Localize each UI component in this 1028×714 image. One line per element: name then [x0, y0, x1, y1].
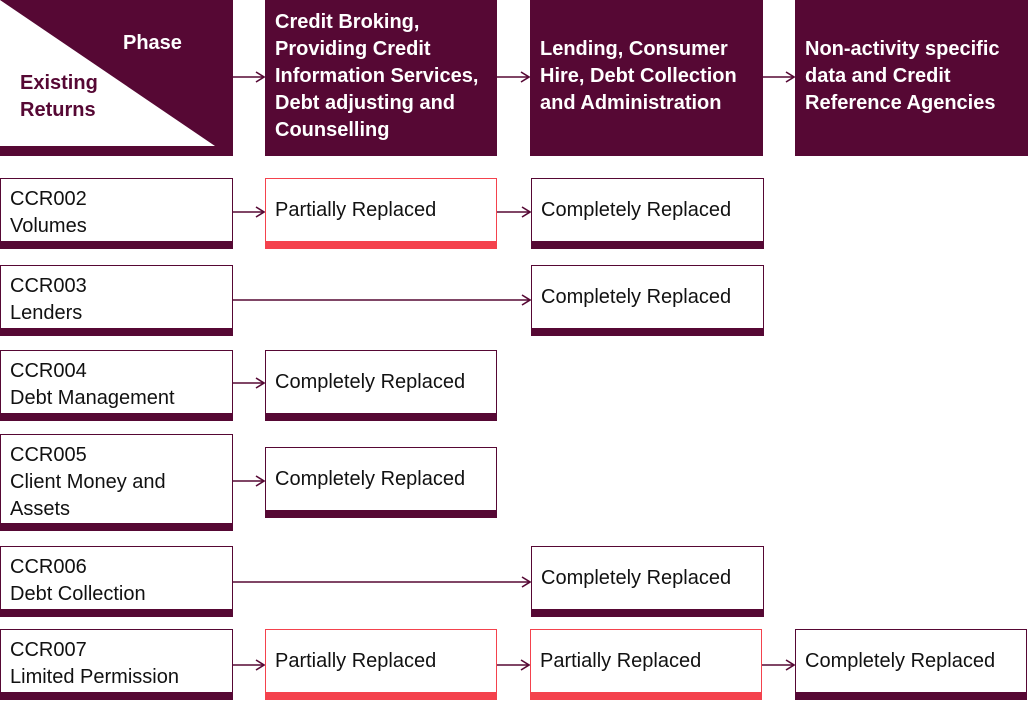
ccr007-phase2-status: Partially Replaced — [530, 629, 762, 700]
return-name: Debt Collection — [10, 583, 146, 605]
ccr007-phase1-status: Partially Replaced — [265, 629, 497, 700]
return-name: Debt Management — [10, 387, 175, 409]
phase-1-line: Credit Broking, — [275, 11, 420, 33]
return-code: CCR006 — [10, 556, 87, 578]
existing-returns-label: Existing Returns — [20, 72, 98, 121]
return-ccr007: CCR007 Limited Permission — [0, 629, 233, 700]
phase-2-line: and Administration — [540, 92, 722, 114]
corner-header: Phase Existing Returns — [0, 0, 233, 156]
return-name: Volumes — [10, 215, 87, 237]
ccr006-phase2-status: Completely Replaced — [531, 546, 764, 617]
return-ccr005: CCR005 Client Money and Assets — [0, 434, 233, 531]
phase-2-line: Lending, Consumer — [540, 38, 728, 60]
phase-header-2: Lending, Consumer Hire, Debt Collection … — [530, 0, 763, 156]
return-code: CCR005 — [10, 444, 87, 466]
return-ccr003: CCR003 Lenders — [0, 265, 233, 336]
phase-label: Phase — [123, 32, 182, 54]
phase-header-1: Credit Broking, Providing Credit Informa… — [265, 0, 497, 156]
phase-3-line: data and Credit — [805, 65, 951, 87]
phase-header-3: Non-activity specific data and Credit Re… — [795, 0, 1028, 156]
return-name: Assets — [10, 498, 71, 520]
return-ccr002: CCR002 Volumes — [0, 178, 233, 249]
return-ccr006: CCR006 Debt Collection — [0, 546, 233, 617]
phase-1-line: Providing Credit — [275, 38, 431, 60]
return-code: CCR003 — [10, 275, 87, 297]
return-code: CCR002 — [10, 188, 87, 210]
ccr002-phase2-status: Completely Replaced — [531, 178, 764, 249]
ccr002-phase1-status: Partially Replaced — [265, 178, 497, 249]
phase-3-line: Non-activity specific — [805, 38, 1000, 60]
return-ccr004: CCR004 Debt Management — [0, 350, 233, 421]
return-name: Client Money and — [10, 471, 166, 493]
return-name: Lenders — [10, 302, 83, 324]
return-code: CCR004 — [10, 360, 87, 382]
phase-3-line: Reference Agencies — [805, 92, 996, 114]
return-name: Limited Permission — [10, 666, 179, 688]
phase-2-line: Hire, Debt Collection — [540, 65, 737, 87]
phase-1-line: Counselling — [275, 119, 390, 141]
corner-graphic — [0, 0, 233, 156]
ccr005-phase1-status: Completely Replaced — [265, 447, 497, 518]
phase-1-line: Information Services, — [275, 65, 479, 87]
phase-1-line: Debt adjusting and — [275, 92, 455, 114]
ccr004-phase1-status: Completely Replaced — [265, 350, 497, 421]
return-code: CCR007 — [10, 639, 87, 661]
ccr003-phase2-status: Completely Replaced — [531, 265, 764, 336]
ccr007-phase3-status: Completely Replaced — [795, 629, 1027, 700]
